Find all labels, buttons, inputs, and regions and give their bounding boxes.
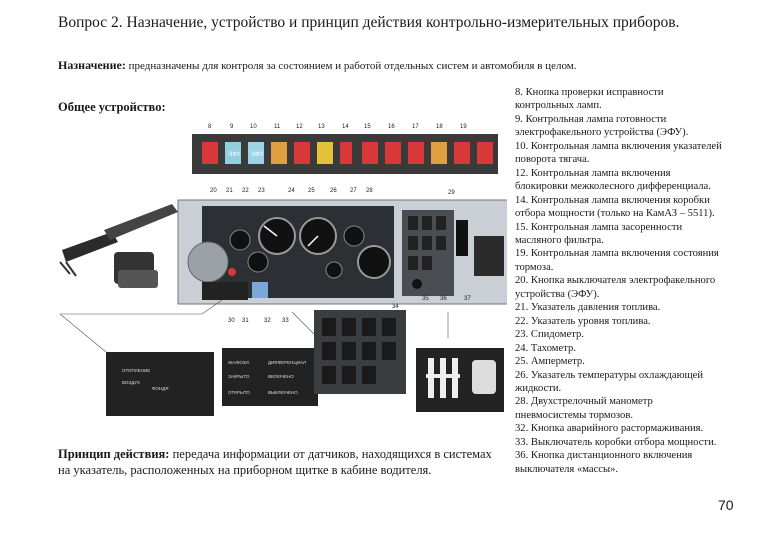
legend-line: 15. Контрольная лампа засоренности	[515, 221, 683, 233]
legend-line: контрольных ламп.	[515, 100, 602, 112]
legend-line: 23. Спидометр.	[515, 329, 584, 341]
principle-label: Принцип действия:	[58, 447, 170, 461]
callout-34: 34	[392, 304, 399, 310]
legend-line: пневмосистемы тормозов.	[515, 409, 633, 421]
main-dashboard-panel	[177, 199, 507, 305]
callout-10: 10	[250, 124, 257, 130]
callout-25: 25	[308, 188, 315, 194]
legend-line: 25. Амперметр.	[515, 356, 585, 368]
lamp-icon-efu-2: ЭФУ	[251, 152, 264, 158]
legend-line: 19. Контрольная лампа включения состояни…	[515, 248, 719, 260]
callout-27: 27	[350, 188, 357, 194]
callout-13: 13	[318, 124, 325, 130]
heating-switch-panel: ОТОПЛЕНИЕ ВОЗДУХ ФОНДЯ	[106, 352, 214, 416]
legend-line: 33. Выключатель коробки отбора мощности.	[515, 436, 717, 448]
label-off: ВЫКЛЮЧЕНО	[268, 390, 298, 395]
purpose-text: предназначены для контроля за состоянием…	[125, 60, 577, 72]
instrument-panel-figure: ЭФУ ЭФУ 8 9 10 11 12 13 14 15 16 17 18 1…	[52, 112, 507, 442]
legend-line: 21. Указатель давления топлива.	[515, 302, 661, 314]
legend-line: 36. Кнопка дистанционного включения	[515, 450, 693, 462]
legend-line: 8. Кнопка проверки исправности	[515, 87, 664, 98]
general-structure-heading: Общее устройство:	[58, 100, 166, 114]
callout-12: 12	[296, 124, 303, 130]
callout-18: 18	[436, 124, 443, 130]
callout-37: 37	[464, 296, 471, 302]
lamp-strip-left	[192, 134, 372, 174]
callout-21: 21	[226, 188, 233, 194]
purpose-label: Назначение:	[58, 58, 126, 72]
label-air: ВОЗДУХ	[122, 380, 140, 385]
legend-line: электрофакельного устройства (ЭФУ).	[515, 127, 689, 139]
callout-22: 22	[242, 188, 249, 194]
callout-31: 31	[242, 318, 249, 324]
steering-column-levers	[59, 204, 178, 288]
callout-32: 32	[264, 318, 271, 324]
callout-33: 33	[282, 318, 289, 324]
differential-switch-panel: ЖАЛЮЗИ ДИФФЕРЕНЦИАЛ ЗАКРЫТО ВКЛЮЧЕНО ОТК…	[222, 348, 318, 406]
callout-14: 14	[342, 124, 349, 130]
callout-24: 24	[288, 188, 295, 194]
lamp-strip-right	[352, 134, 498, 174]
callout-36: 36	[440, 296, 447, 302]
rocker-switch-block	[314, 310, 406, 394]
page-title: Вопрос 2. Назначение, устройство и принц…	[58, 14, 680, 31]
principle-text: передача информации от датчиков, находящ…	[58, 447, 492, 477]
principle-paragraph: Принцип действия: передача информации от…	[58, 446, 498, 478]
legend-line: 32. Кнопка аварийного растормаживания.	[515, 423, 704, 435]
legend-line: 20. Кнопка выключателя электрофакельного	[515, 275, 716, 287]
legend-line: 9. Контрольная лампа готовности	[515, 113, 667, 125]
callout-17: 17	[412, 124, 419, 130]
legend-line: выключателя «массы».	[515, 463, 619, 475]
label-closed: ЗАКРЫТО	[228, 374, 250, 379]
legend-line: 22. Указатель уровня топлива.	[515, 315, 651, 327]
legend-line: 12. Контрольная лампа включения	[515, 167, 671, 179]
callout-28: 28	[366, 188, 373, 194]
callout-8: 8	[208, 124, 212, 130]
legend-list: 8. Кнопка проверки исправности контрольн…	[515, 86, 760, 476]
page-number: 70	[718, 497, 734, 513]
label-differential: ДИФФЕРЕНЦИАЛ	[268, 360, 306, 365]
legend-line: масляного фильтра.	[515, 234, 604, 246]
callout-29: 29	[448, 190, 455, 196]
legend-line: устройства (ЭФУ).	[515, 288, 600, 300]
callout-11: 11	[274, 124, 281, 130]
callout-16: 16	[388, 124, 395, 130]
gear-shift-diagram-panel	[416, 348, 504, 412]
label-shutters: ЖАЛЮЗИ	[228, 360, 249, 365]
legend-line: 28. Двухстрелочный манометр	[515, 396, 653, 408]
legend-line: поворота тягача.	[515, 154, 590, 166]
label-open: ОТКРЫТО	[228, 390, 250, 395]
legend-line: тормоза.	[515, 261, 554, 273]
legend-line: отбора мощности (только на КамАЗ – 5511)…	[515, 208, 715, 220]
lamp-icon-efu-1: ЭФУ	[228, 152, 241, 158]
callout-35: 35	[422, 296, 429, 302]
label-fond: ФОНДЯ	[152, 386, 168, 391]
callout-23: 23	[258, 188, 265, 194]
legend-line: жидкости.	[515, 382, 562, 394]
legend-line: 10. Контрольная лампа включения указател…	[515, 140, 722, 152]
legend-line: 26. Указатель температуры охлаждающей	[515, 369, 704, 381]
legend-line: 24. Тахометр.	[515, 342, 576, 354]
callout-26: 26	[330, 188, 337, 194]
purpose-paragraph: Назначение: предназначены для контроля з…	[58, 58, 576, 73]
legend-line: 14. Контрольная лампа включения коробки	[515, 194, 710, 206]
label-heating: ОТОПЛЕНИЕ	[122, 368, 150, 373]
callout-9: 9	[230, 124, 234, 130]
callout-19: 19	[460, 124, 467, 130]
legend-line: блокировки межколесного дифференциала.	[515, 181, 711, 193]
callout-20: 20	[210, 188, 217, 194]
callout-30: 30	[228, 318, 235, 324]
callout-15: 15	[364, 124, 371, 130]
label-on: ВКЛЮЧЕНО	[268, 374, 294, 379]
instrument-panel-illustration: ЭФУ ЭФУ 8 9 10 11 12 13 14 15 16 17 18 1…	[59, 124, 507, 416]
